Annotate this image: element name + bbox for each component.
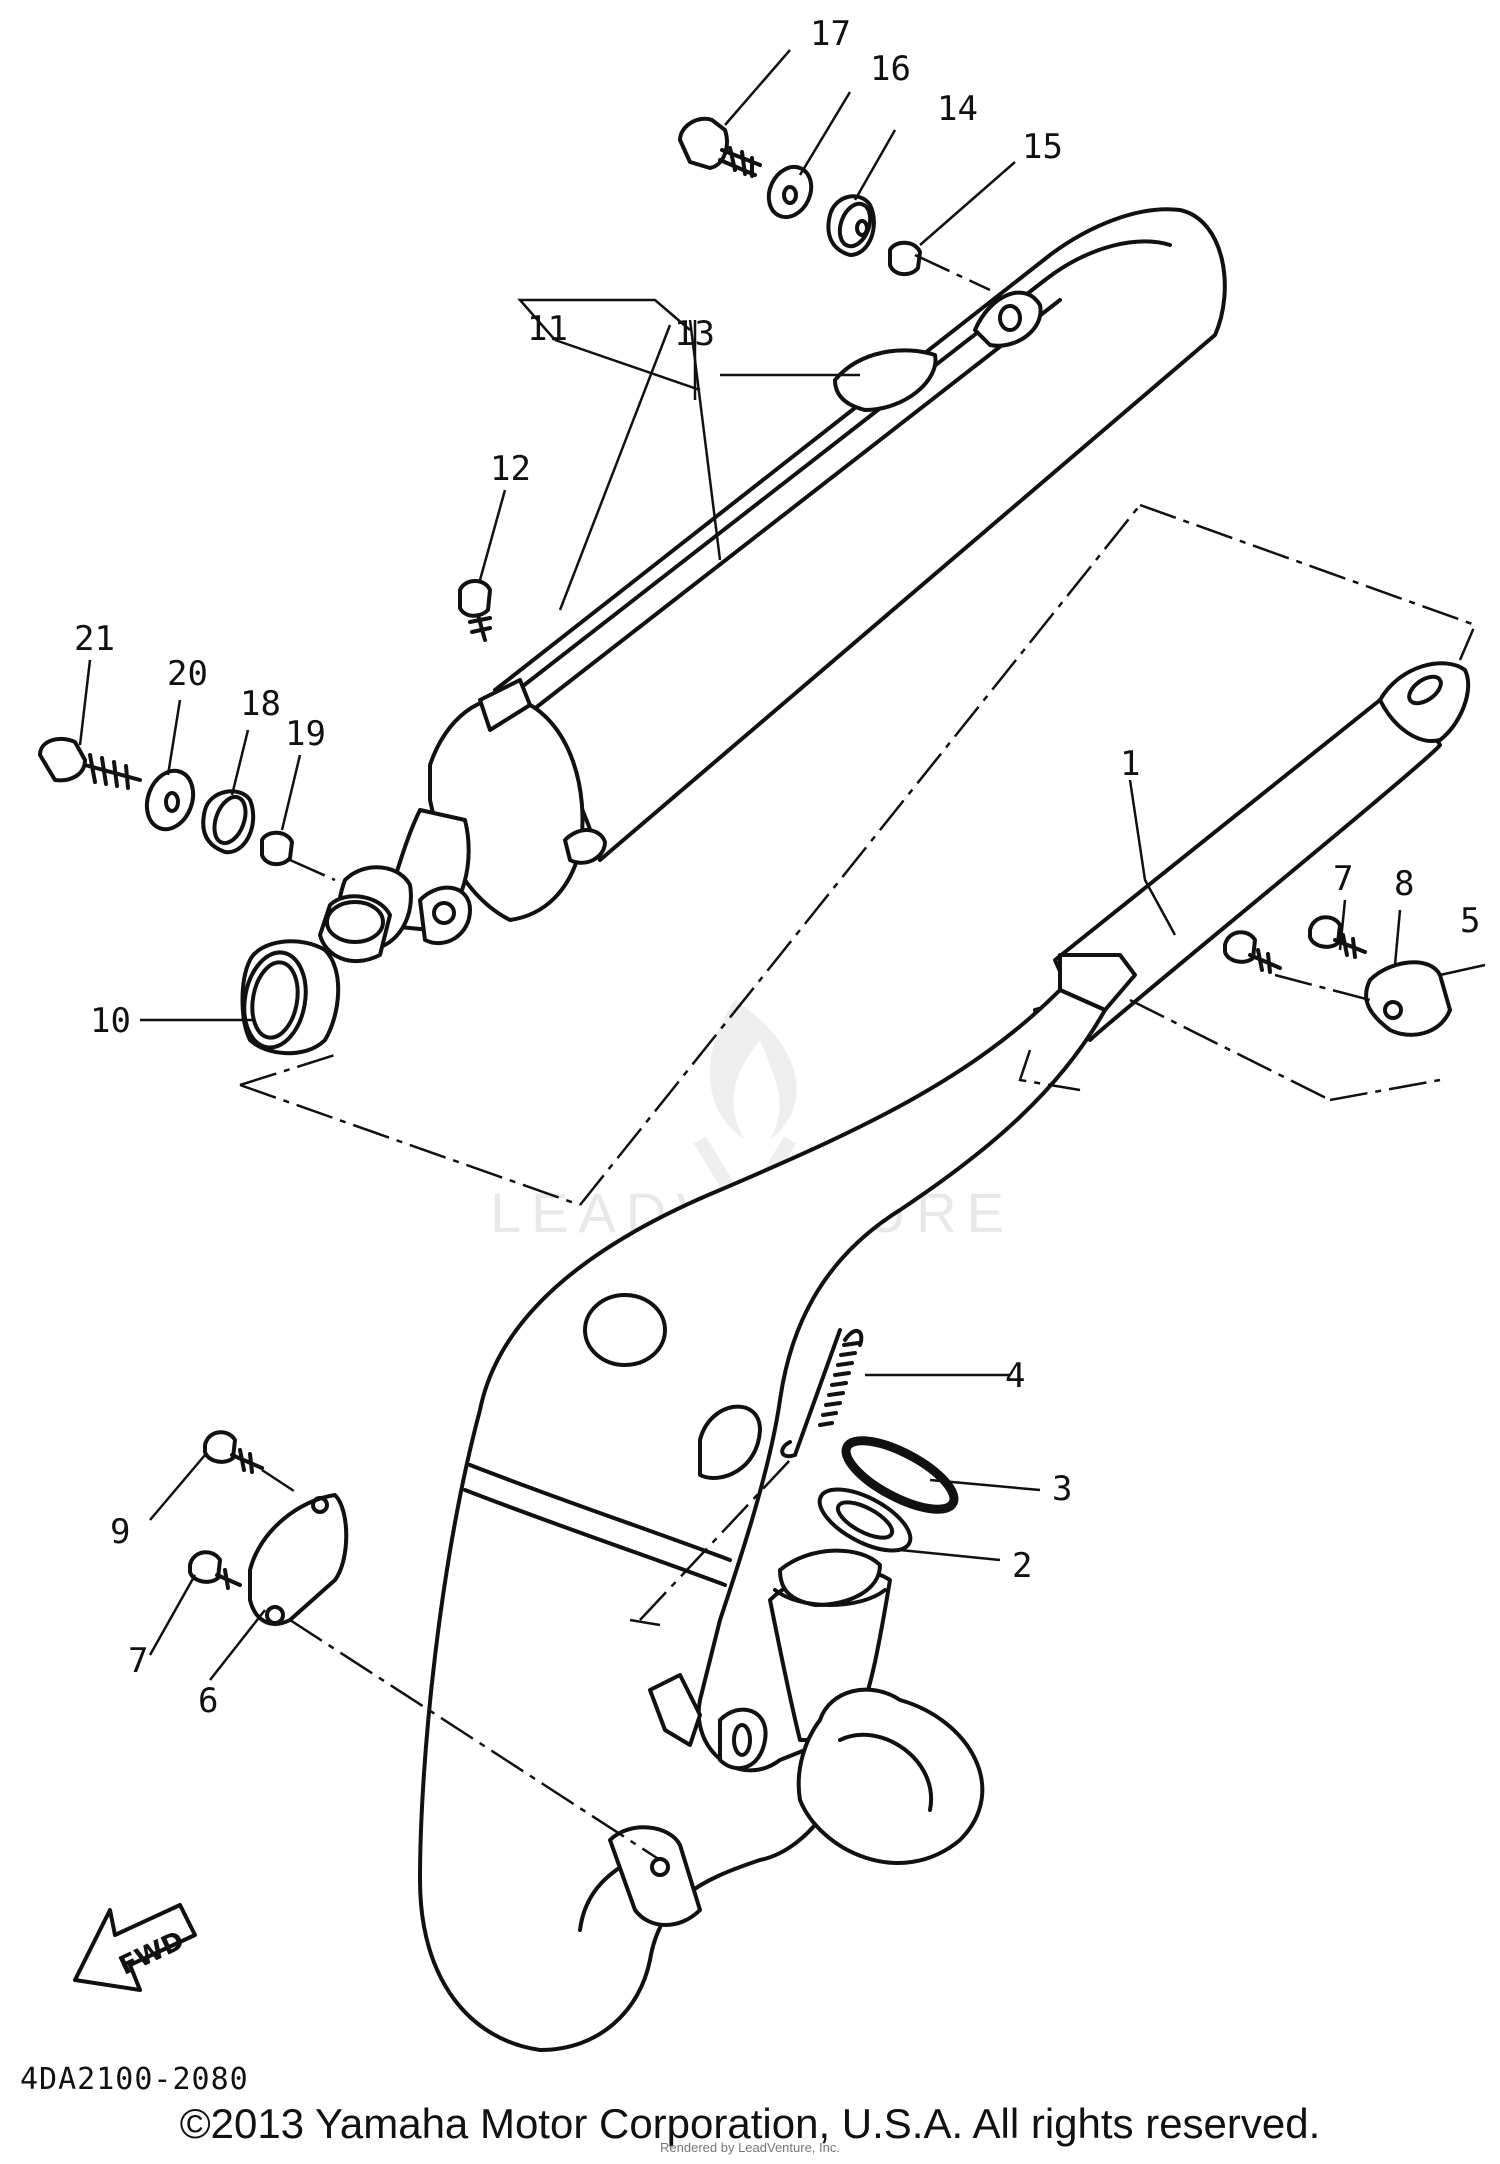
callout-3: 3 [1052,1469,1072,1509]
part-19-collar [260,830,294,867]
part-16-washer [766,164,814,220]
diagram-code: 4DA2100-2080 [20,2062,249,2097]
part-14-grommet [826,194,876,257]
part-20-washer [144,768,196,832]
callout-20: 20 [167,654,208,694]
part-12-bolt [458,579,492,642]
callout-5: 5 [1460,901,1480,941]
callout-18: 18 [240,684,281,724]
callout-15: 15 [1022,127,1063,167]
part-21-bolt [38,736,142,790]
callout-17: 17 [810,14,851,54]
part-6-bracket [248,1493,349,1626]
silencer-assembly [318,207,1227,964]
callout-7-upper: 7 [1333,859,1353,899]
part-2-gasket [817,1487,913,1553]
part-18-grommet [201,789,256,855]
part-10-gasket [240,939,341,1056]
part-8-bolt [1308,915,1367,959]
part-15-collar [888,240,922,277]
copyright-notice: ©2013 Yamaha Motor Corporation, U.S.A. A… [179,2100,1321,2147]
assembly-lines [239,253,1477,1862]
callout-6: 6 [198,1681,218,1721]
callout-19: 19 [285,714,326,754]
callout-7-lower: 7 [128,1641,148,1681]
callout-9: 9 [110,1512,130,1552]
part-17-bolt [678,116,762,178]
callout-12: 12 [490,449,531,489]
callout-14: 14 [937,89,978,129]
part-3-o-ring [841,1436,959,1514]
callout-labels: 17 16 14 15 11 13 12 21 20 18 19 10 1 7 … [74,14,1480,1721]
part-7-bolt-upper [1223,930,1282,974]
part-9-bolt [203,1430,264,1474]
callout-10: 10 [90,1001,131,1041]
callout-4: 4 [1005,1356,1025,1396]
callout-11: 11 [527,309,568,349]
exhaust-pipe [418,661,1471,2052]
leader-lines [78,49,1486,1681]
part-5-bracket [1364,960,1452,1037]
fwd-arrow-icon: FWD [73,1903,197,1992]
callout-1: 1 [1120,744,1140,784]
callout-16: 16 [870,49,911,89]
callout-2: 2 [1012,1546,1032,1586]
callout-8: 8 [1394,864,1414,904]
rendered-by-note: Rendered by LeadVenture, Inc. [660,2140,840,2155]
part-7-bolt-lower [188,1550,242,1590]
callout-13: 13 [674,314,715,354]
part-4-spring [780,1328,864,1459]
callout-21: 21 [74,619,115,659]
